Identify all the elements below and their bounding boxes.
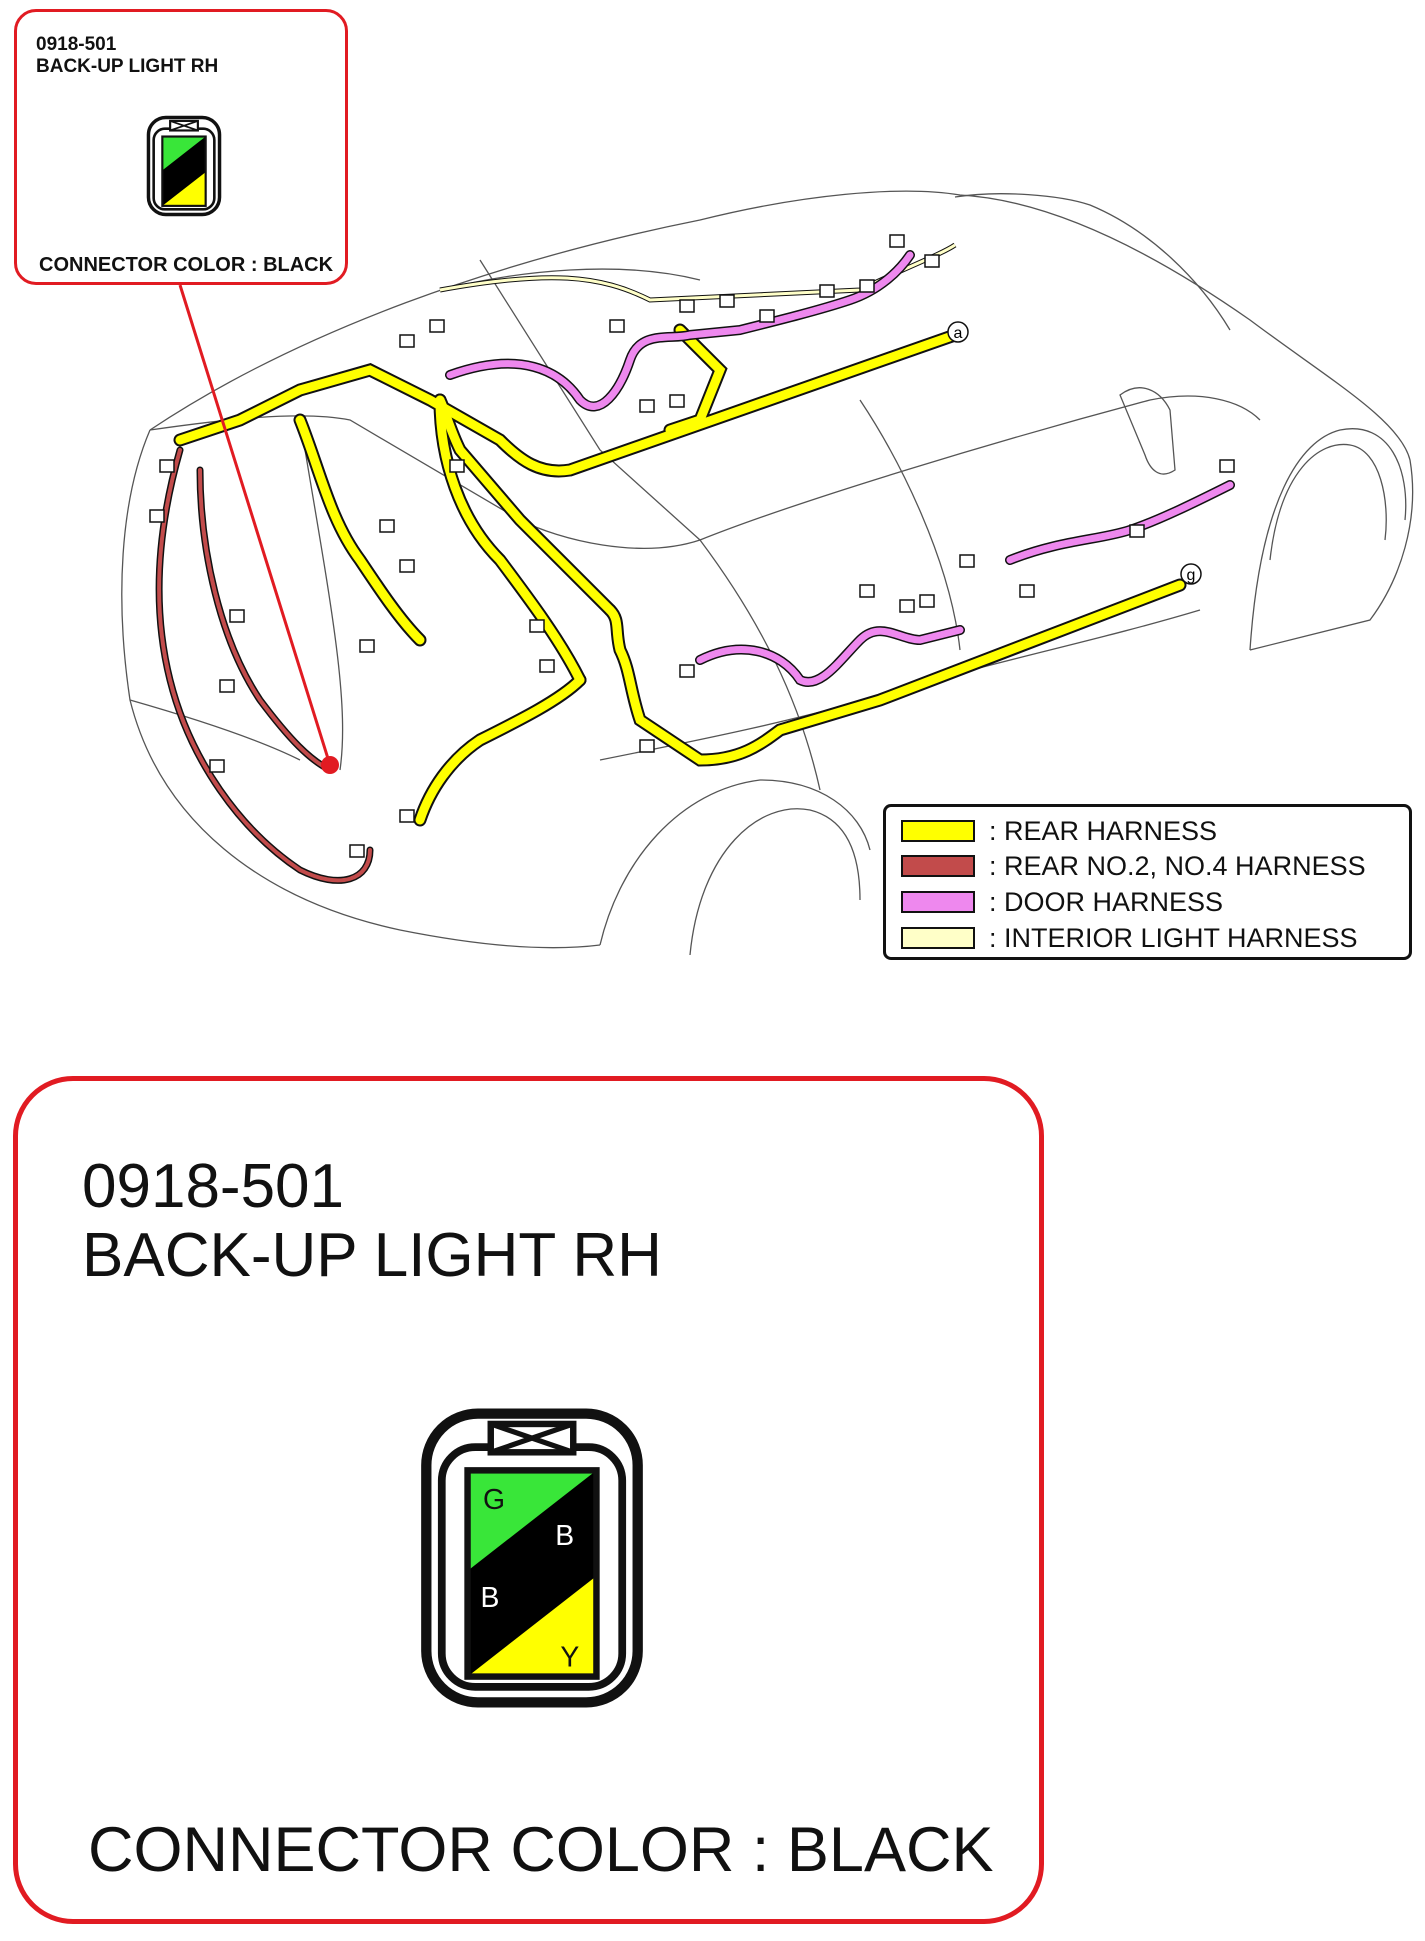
rear-harness <box>173 323 1187 827</box>
legend-swatch <box>901 820 975 842</box>
connector-name: BACK-UP LIGHT RH <box>36 56 219 77</box>
legend-swatch <box>901 927 975 949</box>
svg-text:g: g <box>1187 567 1196 584</box>
legend-item: : REAR HARNESS <box>901 815 1218 846</box>
pin-label: G <box>483 1484 505 1516</box>
svg-text:a: a <box>954 325 963 342</box>
harness-legend: : REAR HARNESS : REAR NO.2, NO.4 HARNESS… <box>883 804 1412 960</box>
connector-face-large: G B B Y <box>421 1408 643 1708</box>
pin-g-area <box>467 1470 597 1571</box>
legend-item: : DOOR HARNESS <box>901 886 1224 917</box>
pin-y-area <box>467 1576 597 1677</box>
car-outline <box>121 190 1414 956</box>
pin-label: B <box>555 1520 574 1552</box>
marker-g: g <box>1180 563 1202 585</box>
connector-face-small <box>146 115 222 217</box>
connector-location-marker <box>321 756 339 774</box>
legend-swatch <box>901 891 975 913</box>
connector-callout-small: 0918-501 BACK-UP LIGHT RH CONNECTOR COLO… <box>14 9 348 285</box>
legend-label: : REAR HARNESS <box>989 815 1218 846</box>
harness-connectors <box>149 234 1235 858</box>
connector-callout-large: 0918-501 BACK-UP LIGHT RH G B B Y CONNEC… <box>13 1076 1044 1924</box>
connector-color-text: CONNECTOR COLOR : BLACK <box>88 1815 994 1885</box>
connector-code: 0918-501 <box>82 1152 345 1221</box>
leader-line <box>178 284 332 766</box>
pin-label: Y <box>560 1641 579 1673</box>
pin-label: B <box>480 1582 499 1614</box>
legend-label: : INTERIOR LIGHT HARNESS <box>989 922 1358 953</box>
marker-a: a <box>947 321 969 343</box>
legend-item: : REAR NO.2, NO.4 HARNESS <box>901 850 1366 881</box>
legend-label: : REAR NO.2, NO.4 HARNESS <box>989 850 1366 881</box>
legend-item: : INTERIOR LIGHT HARNESS <box>901 922 1358 953</box>
connector-color-text: CONNECTOR COLOR : BLACK <box>39 254 334 276</box>
legend-swatch <box>901 855 975 877</box>
connector-name: BACK-UP LIGHT RH <box>82 1221 662 1290</box>
rear-no2-no4-harness <box>155 446 374 884</box>
legend-label: : DOOR HARNESS <box>989 886 1224 917</box>
connector-code: 0918-501 <box>36 34 117 55</box>
